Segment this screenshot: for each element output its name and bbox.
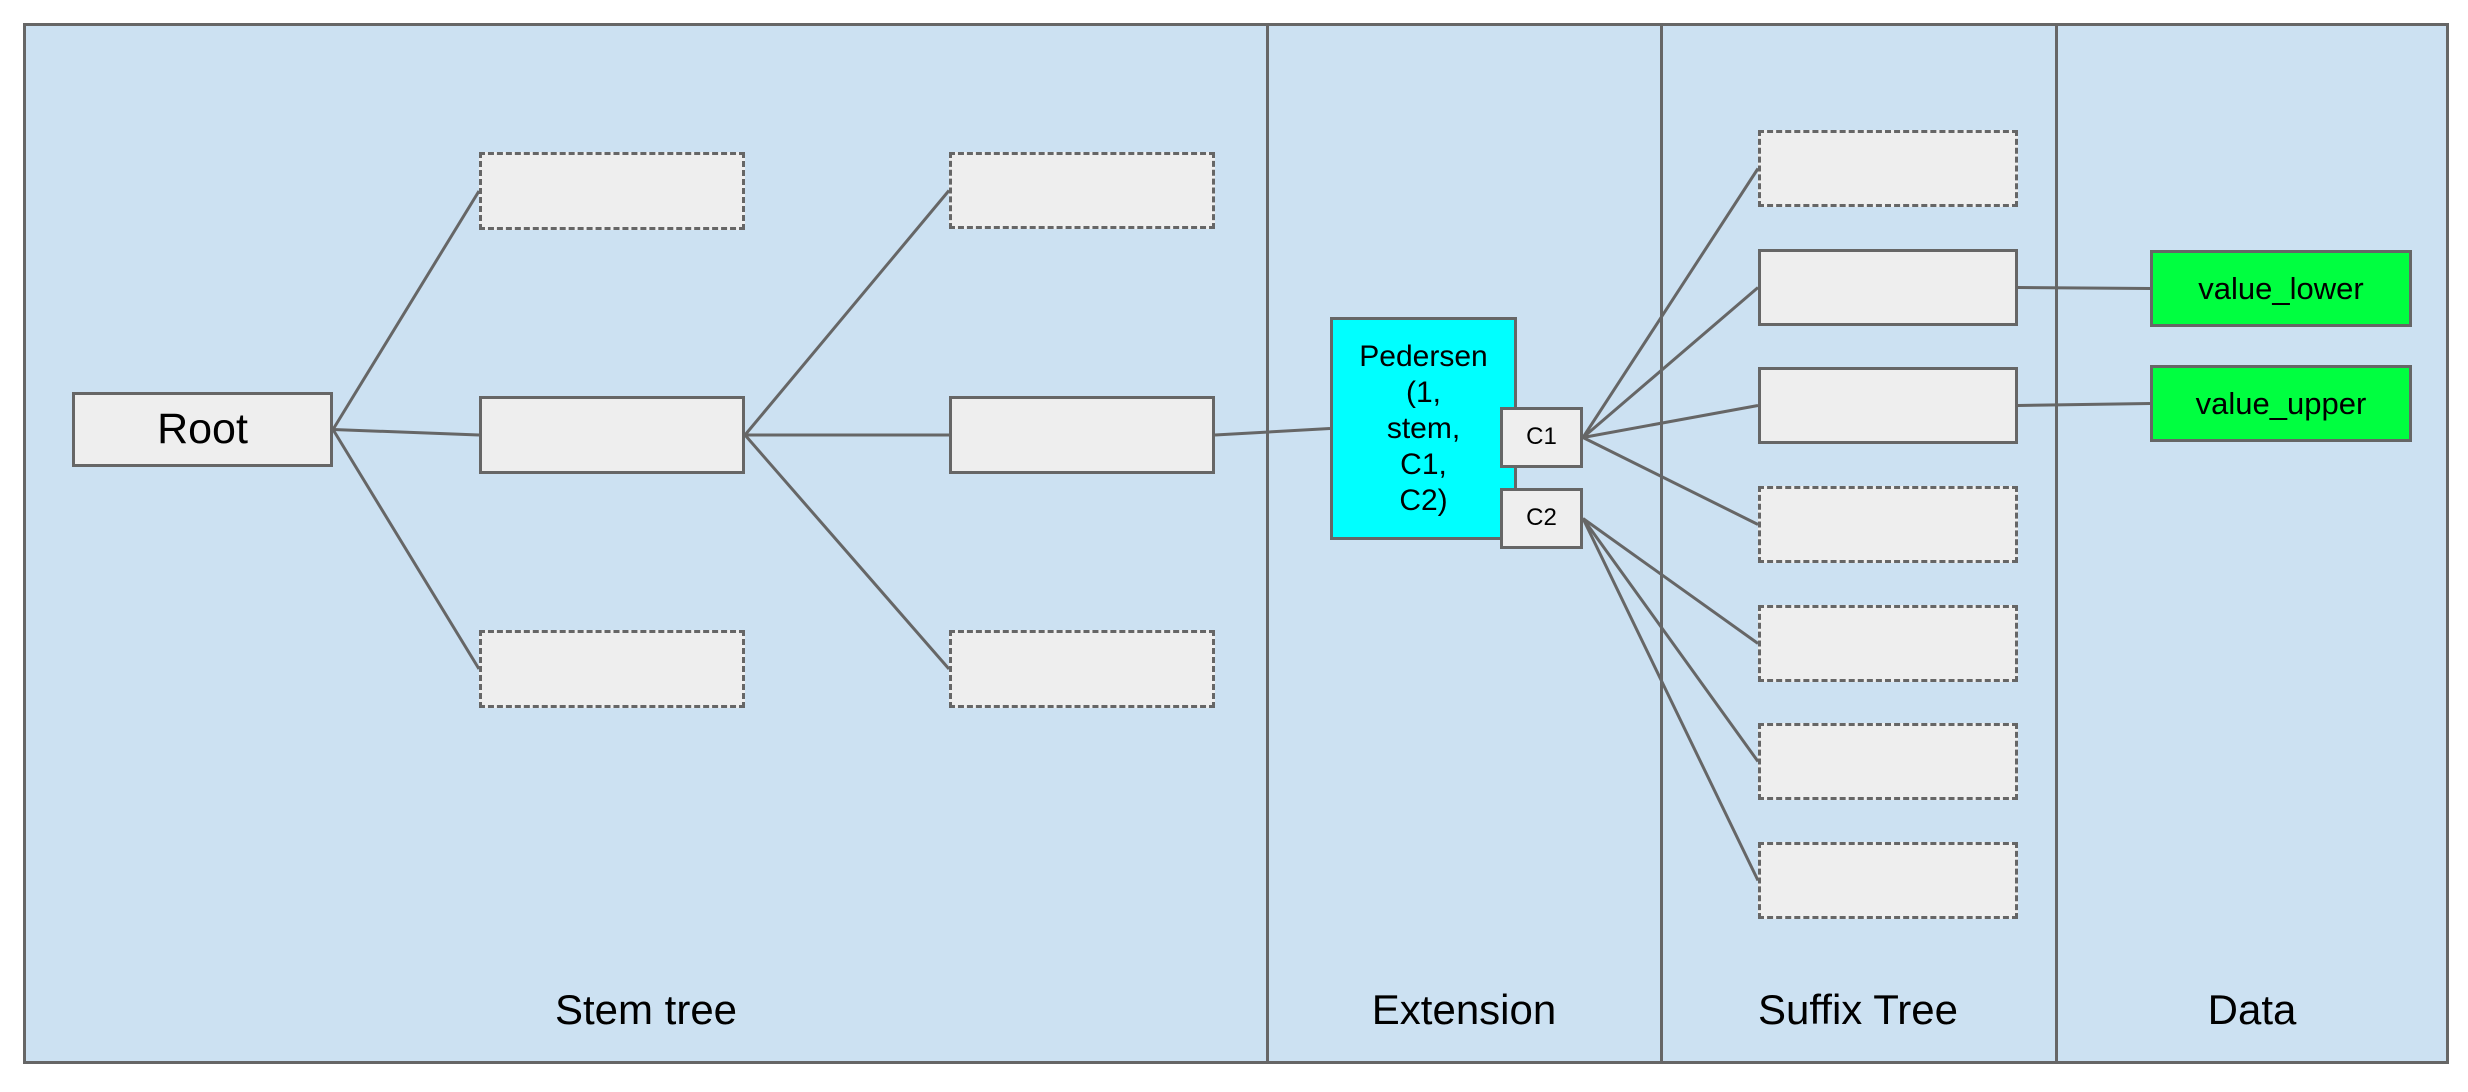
node-c2[interactable]: C2 xyxy=(1500,488,1583,549)
section-label-suffix-tree: Suffix Tree xyxy=(1758,986,1958,1033)
edge-c1-suffix-1 xyxy=(1581,167,1760,439)
edge-c2-suffix-7 xyxy=(1581,517,1760,882)
node-root[interactable]: Root xyxy=(72,392,333,467)
section-divider-2 xyxy=(1660,23,1663,1064)
node-suffix-5[interactable] xyxy=(1758,605,2018,682)
section-divider-1 xyxy=(1266,23,1269,1064)
node-suffix-7[interactable] xyxy=(1758,842,2018,919)
node-stem-l2-mid[interactable] xyxy=(949,396,1215,474)
node-stem-l1-mid[interactable] xyxy=(479,396,745,474)
edge-stem-l1-mid-stem-l2-bot xyxy=(743,434,951,670)
edge-root-stem-l1-bot xyxy=(331,428,481,670)
node-stem-l1-top[interactable] xyxy=(479,152,745,230)
edge-c1-suffix-2 xyxy=(1582,286,1759,439)
node-stem-l1-bot[interactable] xyxy=(479,630,745,708)
node-c1[interactable]: C1 xyxy=(1500,407,1583,468)
node-value-upper[interactable]: value_upper xyxy=(2150,365,2412,442)
edge-root-stem-l1-mid xyxy=(332,428,480,437)
edge-suffix-3-value-upper xyxy=(2017,402,2151,407)
node-suffix-3[interactable] xyxy=(1758,367,2018,444)
node-stem-l2-top[interactable] xyxy=(949,152,1215,229)
node-suffix-1[interactable] xyxy=(1758,130,2018,207)
section-divider-3 xyxy=(2055,23,2058,1064)
edge-c2-suffix-6 xyxy=(1581,517,1760,763)
edge-suffix-2-value-lower xyxy=(2017,286,2151,290)
section-label-data: Data xyxy=(2207,986,2297,1033)
edge-c1-suffix-4 xyxy=(1582,436,1759,526)
node-suffix-6[interactable] xyxy=(1758,723,2018,800)
diagram-frame xyxy=(23,23,2449,1064)
edge-c1-suffix-3 xyxy=(1582,404,1759,439)
edge-stem-l1-mid-stem-l2-top xyxy=(743,189,951,436)
node-suffix-2[interactable] xyxy=(1758,249,2018,326)
node-stem-l2-bot[interactable] xyxy=(949,630,1215,708)
edge-root-stem-l1-top xyxy=(331,190,481,431)
node-pedersen[interactable]: Pedersen (1, stem, C1, C2) xyxy=(1330,317,1517,540)
node-suffix-4[interactable] xyxy=(1758,486,2018,563)
section-label-stem-tree: Stem tree xyxy=(554,986,738,1033)
edge-stem-l2-mid-pedersen xyxy=(1214,427,1331,437)
node-value-lower[interactable]: value_lower xyxy=(2150,250,2412,327)
section-label-extension: Extension xyxy=(1371,986,1557,1033)
edge-c2-suffix-5 xyxy=(1582,517,1759,645)
